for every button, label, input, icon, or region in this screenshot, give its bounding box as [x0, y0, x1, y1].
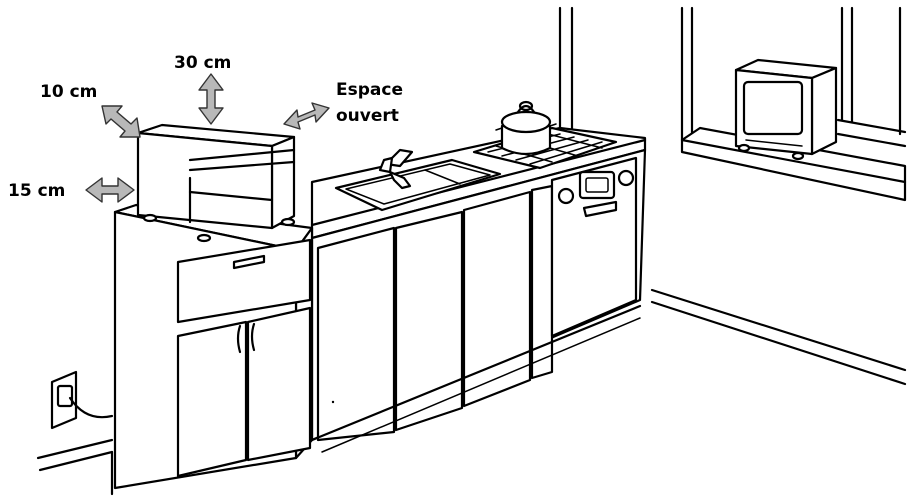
- microwave-cabinet: [113, 203, 314, 490]
- open-space-label-line2: ouvert: [336, 106, 399, 126]
- open-space-label-line1: Espace: [336, 80, 403, 100]
- lower-cabinets: [310, 148, 647, 453]
- wall-socket: [50, 370, 114, 430]
- microwave: [136, 123, 296, 243]
- open-space-arrow-icon: [283, 102, 330, 130]
- sink: [334, 148, 502, 212]
- dimension-labels: 30 cm 10 cm 15 cm Espace ouvert: [8, 53, 403, 201]
- room-lines: [36, 6, 907, 496]
- oven-on-windowsill: [734, 58, 838, 161]
- double-arrow-diagonal-icon: [101, 105, 141, 138]
- back-clearance-label: 10 cm: [40, 82, 97, 102]
- side-clearance-label: 15 cm: [8, 181, 65, 201]
- cooking-pot: [495, 100, 557, 156]
- double-arrow-vertical-icon: [198, 73, 224, 125]
- double-arrow-horizontal-icon: [85, 177, 135, 203]
- top-clearance-label: 30 cm: [174, 53, 231, 73]
